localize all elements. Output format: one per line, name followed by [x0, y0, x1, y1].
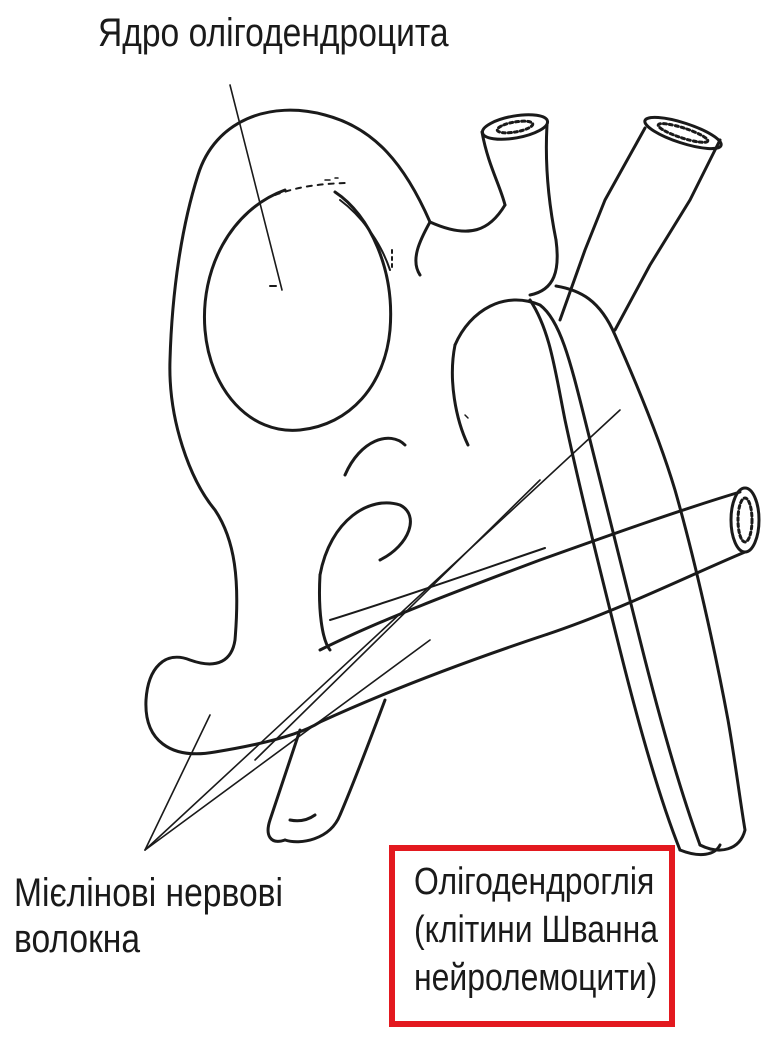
nucleus-label: Ядро олігодендроцита [98, 10, 449, 56]
oligodendrocyte-body [146, 110, 557, 754]
oligodendroglia-label-line3: нейролемоцити) [414, 954, 658, 1002]
oligodendroglia-label-line1: Олігодендроглія [414, 858, 658, 906]
oligodendroglia-label-line2: (клітини Шванна [414, 906, 658, 954]
myelin-fibers-label-line2: волокна [14, 916, 283, 962]
nerve-fiber-lower [268, 700, 385, 842]
oligodendroglia-label: Олігодендроглія (клітини Шванна нейролем… [414, 858, 658, 1002]
speckle-marks [325, 178, 468, 418]
myelin-fibers-label: Мієлінові нервові волокна [14, 870, 283, 962]
myelin-fibers-label-line1: Мієлінові нервові [14, 871, 283, 915]
nucleus-outline [204, 190, 390, 430]
nerve-fiber-horizontal [320, 488, 759, 722]
